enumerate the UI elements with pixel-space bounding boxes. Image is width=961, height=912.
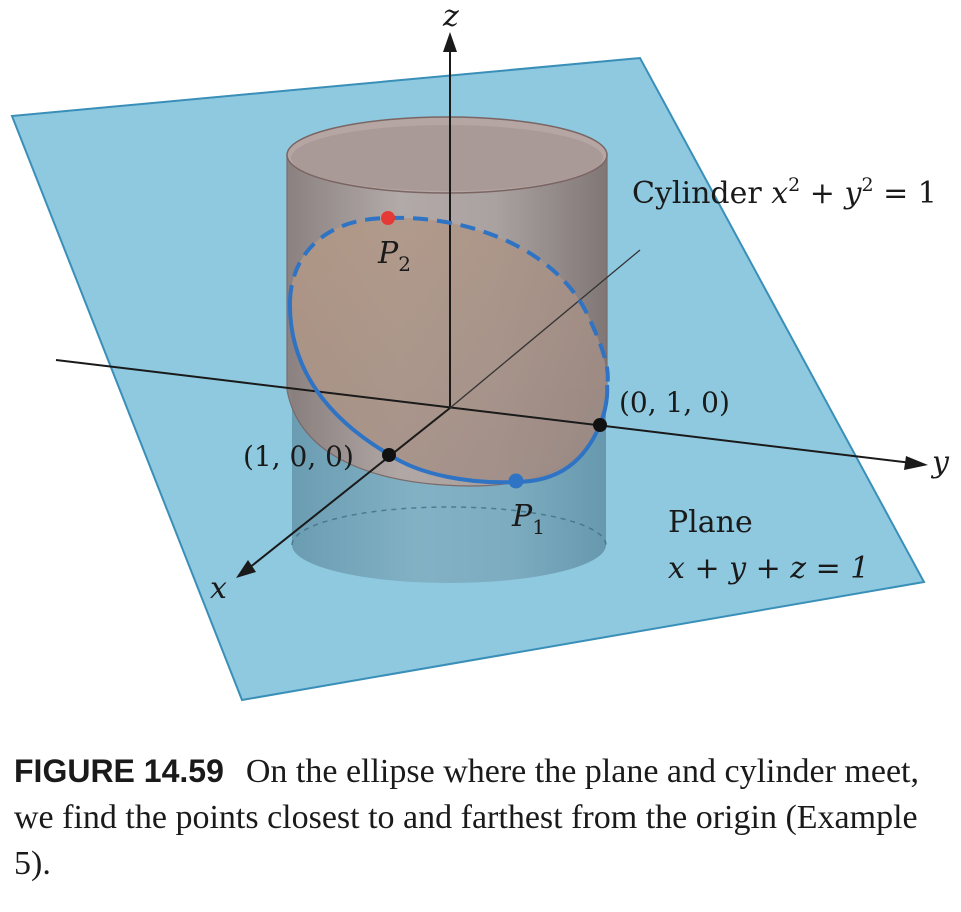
point-y-intercept [593,418,607,432]
x-axis [243,407,451,573]
point-p1 [508,473,524,489]
y-axis [55,359,913,464]
x-axis-arrow [236,560,256,578]
cylinder-equation-label: Cylinder x2 + y2 = 1 [632,174,937,211]
y-intercept-label: (0, 1, 0) [619,386,730,419]
figure-number: FIGURE 14.59 [14,753,224,789]
plane-word-label: Plane [668,505,753,540]
caption-text: On the ellipse where the plane and cylin… [14,753,919,882]
ellipse-curve-back [288,215,610,386]
x-intercept-label: (1, 0, 0) [243,440,354,473]
point-x-intercept [382,448,396,462]
z-axis-arrow [443,32,457,52]
y-axis-arrow [904,456,928,470]
y-axis-label: y [930,445,950,480]
cylinder-top-inner [291,125,603,191]
figure-diagram: z y x Cylinder x2 + y2 = 1 P2 P1 (1, 0, … [10,0,950,702]
point-p2 [381,211,395,225]
p2-label: P2 [377,236,411,276]
x-axis-label: x [210,571,227,606]
z-axis-label: z [442,0,459,34]
p1-label: P1 [511,499,545,539]
diagonal-guide-line [449,249,641,409]
plane-equation-label: x + y + z = 1 [668,551,869,586]
